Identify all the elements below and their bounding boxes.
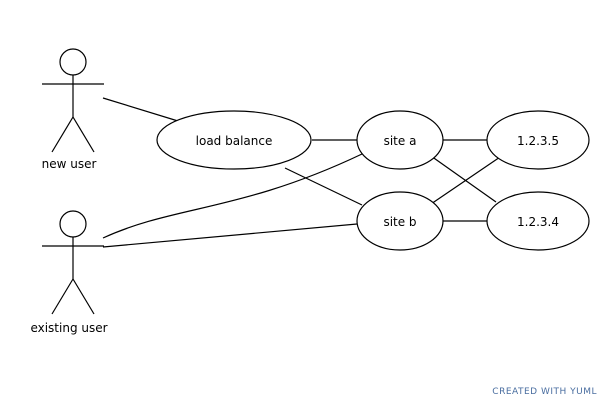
actor-label: existing user	[30, 321, 107, 335]
use-case-site-b: site b	[356, 191, 444, 251]
actor-label: new user	[42, 157, 97, 171]
edge-existing-user-site-a	[102, 153, 363, 239]
use-case-label: 1.2.3.5	[517, 134, 559, 148]
edge-existing-user-site-b	[102, 223, 358, 248]
stick-figure-icon	[42, 210, 104, 315]
use-case-label: 1.2.3.4	[517, 215, 559, 229]
edge-site-b-ip-1235	[430, 154, 504, 205]
use-case-load-balance: load balance	[156, 110, 312, 170]
use-case-label: load balance	[196, 134, 273, 148]
use-case-label: site b	[383, 215, 416, 229]
edge-site-a-ip-1234	[430, 155, 497, 203]
yuml-watermark: CREATED WITH YUML	[492, 387, 597, 397]
edge-new-user-load-balance	[102, 97, 179, 122]
connections	[102, 97, 504, 248]
use-case-label: site a	[384, 134, 417, 148]
edge-load-balance-site-b	[284, 167, 363, 206]
use-case-ip-1234: 1.2.3.4	[486, 191, 590, 251]
actor-existing-user: existing user	[30, 210, 108, 335]
use-case-site-a: site a	[356, 110, 444, 170]
actor-new-user: new user	[42, 48, 104, 171]
stick-figure-icon	[42, 48, 104, 153]
use-case-ip-1235: 1.2.3.5	[486, 110, 590, 170]
